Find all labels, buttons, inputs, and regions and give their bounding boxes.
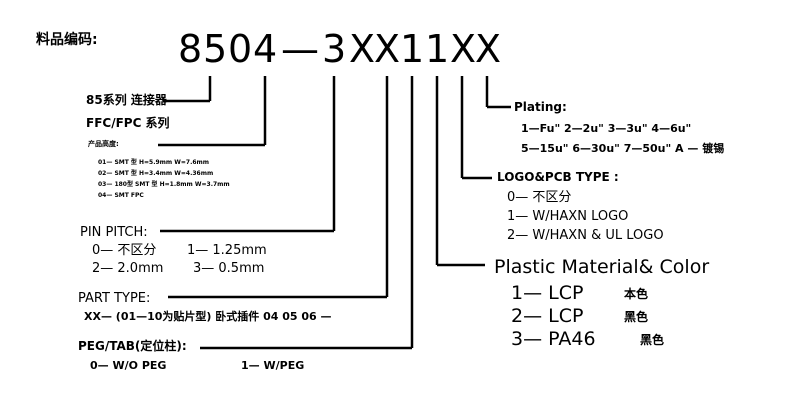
- part-code-label: 料品编码:: [36, 32, 98, 48]
- height-item: 04— SMT FPC: [98, 192, 144, 199]
- plating-title: Plating:: [514, 100, 567, 114]
- height-item: 02— SMT 型 H=3.4mm W=4.36mm: [98, 170, 214, 177]
- code-char: X: [450, 27, 478, 71]
- code-char: X: [475, 27, 503, 71]
- plastic-item-color: 黑色: [640, 333, 665, 347]
- code-char: 3: [322, 27, 348, 71]
- series-line1: 85系列 连接器: [86, 93, 167, 107]
- logo-title: LOGO&PCB TYPE :: [497, 170, 619, 184]
- series-line2: FFC/FPC 系列: [86, 116, 170, 130]
- code-char: 4: [253, 27, 279, 71]
- peg-title: PEG/TAB(定位柱):: [78, 339, 187, 353]
- plastic-item-color: 黑色: [624, 310, 649, 324]
- plastic-title: Plastic Material& Color: [494, 256, 710, 278]
- code-char: 8: [178, 27, 204, 71]
- pitch-opt-3: 3— 0.5mm: [193, 261, 265, 276]
- code-separator: —: [281, 27, 320, 71]
- plastic-item-code: 2— LCP: [511, 305, 584, 327]
- code-char: X: [349, 27, 377, 71]
- code-char: 1: [425, 27, 451, 71]
- code-char: X: [374, 27, 402, 71]
- plastic-item-color: 本色: [624, 287, 649, 301]
- type-title: PART TYPE:: [78, 291, 151, 306]
- pitch-opt-2: 2— 2.0mm: [92, 261, 164, 276]
- plating-line2: 5—15u" 6—30u" 7—50u" A — 镀锡: [521, 142, 725, 155]
- type-line: XX— (01—10为贴片型) 卧式插件 04 05 06 —: [84, 310, 332, 323]
- peg-opt-1: 1— W/PEG: [241, 359, 305, 372]
- height-item: 01— SMT 型 H=5.9mm W=7.6mm: [98, 159, 210, 166]
- logo-item: 0— 不区分: [507, 190, 572, 205]
- logo-item: 2— W/HAXN & UL LOGO: [507, 228, 664, 243]
- plastic-item-code: 3— PA46: [511, 328, 596, 350]
- code-char: 1: [400, 27, 426, 71]
- pitch-title: PIN PITCH:: [80, 225, 148, 240]
- height-title: 产品高度:: [88, 140, 119, 148]
- pitch-opt-1: 1— 1.25mm: [187, 243, 267, 258]
- plastic-item-code: 1— LCP: [511, 282, 584, 304]
- code-char: 5: [203, 27, 229, 71]
- peg-opt-0: 0— W/O PEG: [90, 359, 167, 372]
- code-char: 0: [228, 27, 254, 71]
- logo-item: 1— W/HAXN LOGO: [507, 209, 629, 224]
- height-item: 03— 180型 SMT 型 H=1.8mm W=3.7mm: [98, 181, 230, 188]
- pitch-opt-0: 0— 不区分: [92, 243, 157, 258]
- plating-line1: 1—Fu" 2—2u" 3—3u" 4—6u": [521, 122, 692, 135]
